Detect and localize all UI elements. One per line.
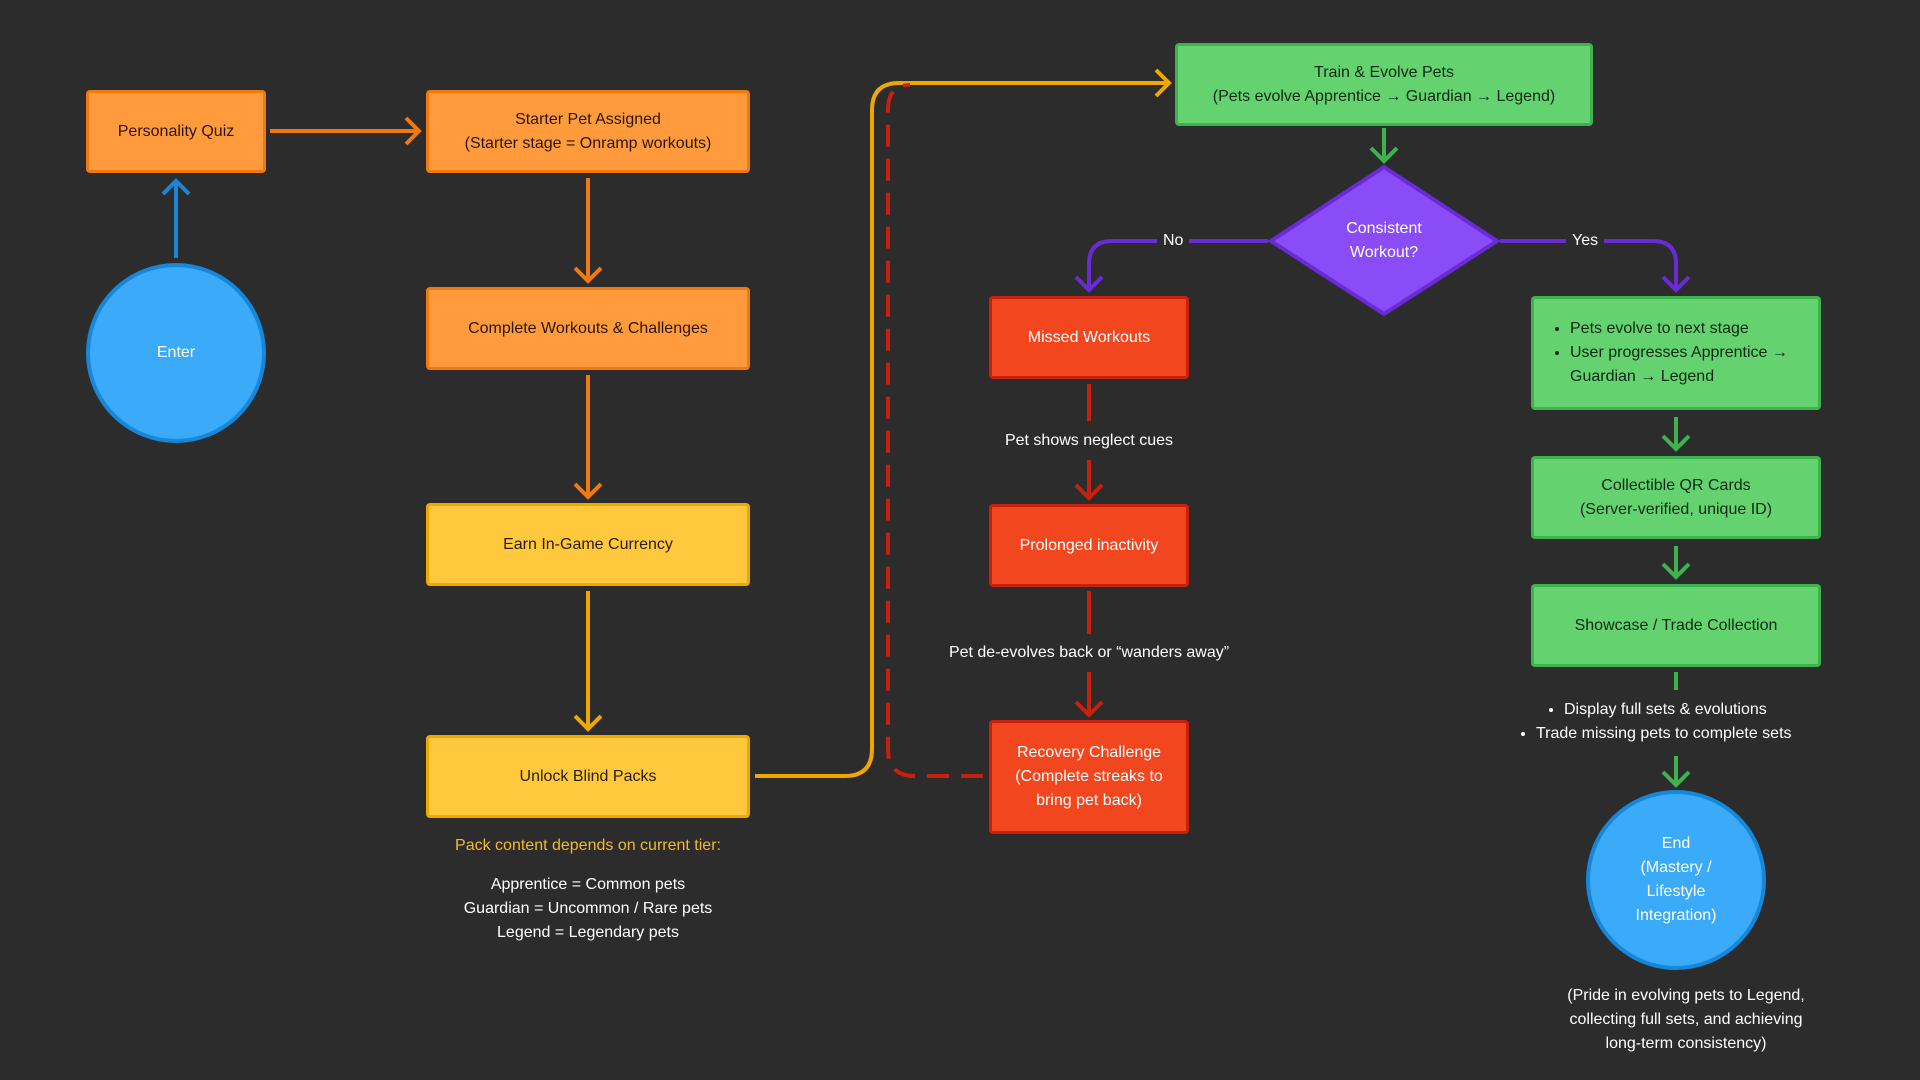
starter-pet-subtitle: (Starter stage = Onramp workouts) <box>464 134 712 152</box>
end-line4: Integration) <box>1635 907 1717 924</box>
unlock-packs-node[interactable]: Unlock Blind Packs <box>426 735 750 818</box>
pack-tier-list: Apprentice = Common pets Guardian = Unco… <box>418 873 758 945</box>
unlock-packs-label: Unlock Blind Packs <box>519 767 657 785</box>
showcase-list: Display full sets & evolutions Trade mis… <box>1516 698 1856 746</box>
neglect-cues-label: Pet shows neglect cues <box>1004 432 1174 449</box>
personality-quiz-node[interactable]: Personality Quiz <box>86 90 266 173</box>
end-line3: Lifestyle <box>1646 883 1706 900</box>
decision-line2: Workout? <box>1349 244 1419 261</box>
end-node[interactable]: End (Mastery / Lifestyle Integration) <box>1586 790 1766 970</box>
end-note-line1: (Pride in evolving pets to Legend, <box>1567 987 1805 1004</box>
tier-guardian: Guardian = Uncommon / Rare pets <box>463 900 713 917</box>
showcase-bullet-1: Display full sets & evolutions <box>1564 698 1856 722</box>
tier-legend: Legend = Legendary pets <box>497 924 679 941</box>
showcase-bullet-2: Trade missing pets to complete sets <box>1536 722 1856 746</box>
train-evolve-subtitle: (Pets evolve Apprentice → Guardian → Leg… <box>1212 87 1556 105</box>
qr-cards-node[interactable]: Collectible QR Cards (Server-verified, u… <box>1531 456 1821 539</box>
recovery-line1: Recovery Challenge <box>1016 744 1162 761</box>
prolonged-inactivity-node[interactable]: Prolonged inactivity <box>989 504 1189 587</box>
pets-evolve-bullet-2a: User progresses Apprentice → <box>1570 344 1788 361</box>
pets-evolve-list: Pets evolve to next stage User progresse… <box>1552 317 1788 389</box>
recovery-line2: (Complete streaks to <box>1015 768 1163 785</box>
missed-workouts-node[interactable]: Missed Workouts <box>989 296 1189 379</box>
end-line1: End <box>1661 835 1691 852</box>
end-line2: (Mastery / <box>1640 859 1712 876</box>
enter-node[interactable]: Enter <box>86 263 266 443</box>
end-note-line3: long-term consistency) <box>1605 1035 1767 1052</box>
complete-workouts-node[interactable]: Complete Workouts & Challenges <box>426 287 750 370</box>
enter-label: Enter <box>156 344 196 361</box>
missed-workouts-label: Missed Workouts <box>1027 328 1151 346</box>
earn-currency-node[interactable]: Earn In-Game Currency <box>426 503 750 586</box>
qr-cards-title: Collectible QR Cards <box>1601 476 1751 494</box>
prolonged-inactivity-label: Prolonged inactivity <box>1019 536 1159 554</box>
decision-diamond <box>1267 164 1501 317</box>
showcase-label: Showcase / Trade Collection <box>1574 616 1778 634</box>
showcase-node[interactable]: Showcase / Trade Collection <box>1531 584 1821 667</box>
decision-line1: Consistent <box>1346 220 1422 237</box>
complete-workouts-label: Complete Workouts & Challenges <box>468 319 708 337</box>
train-evolve-title: Train & Evolve Pets <box>1314 63 1454 81</box>
yes-branch-label: Yes <box>1566 229 1605 253</box>
pets-evolve-node[interactable]: Pets evolve to next stage User progresse… <box>1531 296 1821 410</box>
pets-evolve-bullet-2b: Guardian → Legend <box>1570 368 1715 385</box>
train-evolve-node[interactable]: Train & Evolve Pets (Pets evolve Apprent… <box>1175 43 1593 126</box>
end-note-line2: collecting full sets, and achieving <box>1569 1011 1803 1028</box>
qr-cards-subtitle: (Server-verified, unique ID) <box>1579 500 1773 518</box>
earn-currency-label: Earn In-Game Currency <box>503 535 673 553</box>
end-note: (Pride in evolving pets to Legend, colle… <box>1526 984 1846 1056</box>
pets-evolve-bullet-2: User progresses Apprentice → Guardian → L… <box>1570 341 1788 389</box>
pack-tier-header: Pack content depends on current tier: <box>455 837 721 854</box>
pets-evolve-bullet-1: Pets evolve to next stage <box>1570 317 1788 341</box>
decision-label[interactable]: Consistent Workout? <box>1304 217 1464 265</box>
showcase-notes: Display full sets & evolutions Trade mis… <box>1516 698 1856 746</box>
starter-pet-node[interactable]: Starter Pet Assigned (Starter stage = On… <box>426 90 750 173</box>
no-branch-label: No <box>1157 229 1190 253</box>
recovery-line3: bring pet back) <box>1036 792 1142 809</box>
starter-pet-title: Starter Pet Assigned <box>515 110 661 128</box>
personality-quiz-label: Personality Quiz <box>117 122 235 140</box>
recovery-challenge-node[interactable]: Recovery Challenge (Complete streaks to … <box>989 720 1189 834</box>
devolve-label: Pet de-evolves back or “wanders away” <box>948 644 1230 661</box>
tier-apprentice: Apprentice = Common pets <box>490 876 686 893</box>
